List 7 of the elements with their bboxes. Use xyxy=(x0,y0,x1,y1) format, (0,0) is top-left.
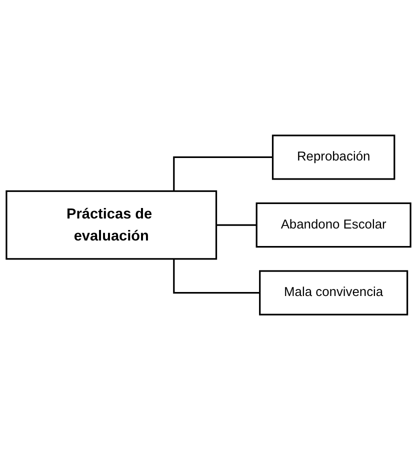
connector xyxy=(173,156,273,192)
connector xyxy=(215,224,257,226)
connector xyxy=(173,259,260,294)
node-box: Abandono Escolar xyxy=(256,202,412,248)
node-box: Prácticas de evaluación xyxy=(6,190,218,260)
node-box: Reprobación xyxy=(272,135,396,180)
node-box: Mala convivencia xyxy=(259,270,408,316)
